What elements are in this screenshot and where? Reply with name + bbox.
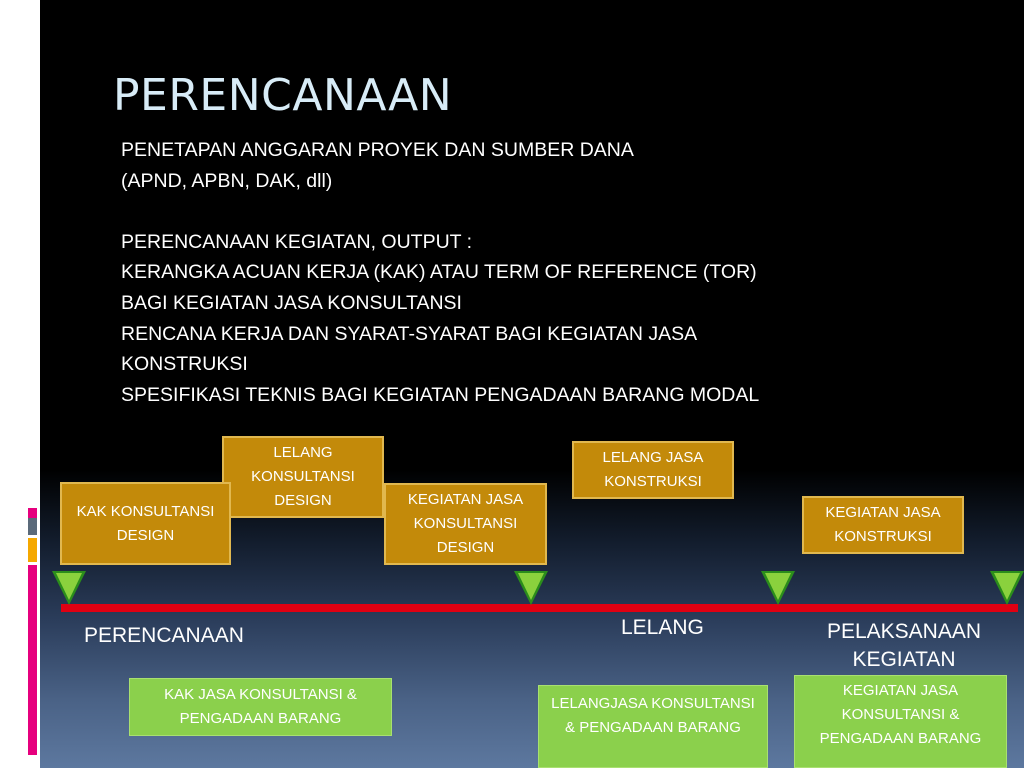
phase-label-perencanaan: PERENCANAAN bbox=[84, 624, 244, 647]
box-label: LELANGJASA KONSULTANSI & PENGADAAN BARAN… bbox=[551, 695, 755, 736]
body-line: BAGI KEGIATAN JASA KONSULTANSI bbox=[121, 291, 462, 314]
accent-bar-pink-top bbox=[28, 508, 37, 518]
timeline-bar bbox=[61, 604, 1018, 612]
box-label: KAK KONSULTANSI DESIGN bbox=[76, 502, 215, 544]
box-label: KEGIATAN JASA KONSULTANSI DESIGN bbox=[407, 491, 524, 556]
phase-label-lelang: LELANG bbox=[621, 616, 704, 639]
accent-bar-orange bbox=[28, 538, 37, 562]
body-text: PENETAPAN ANGGARAN PROYEK DAN SUMBER DAN… bbox=[121, 135, 881, 410]
box-lelang-jasa-konsultansi: LELANGJASA KONSULTANSI & PENGADAAN BARAN… bbox=[538, 685, 768, 768]
box-kegiatan-jasa-konsultansi-design: KEGIATAN JASA KONSULTANSI DESIGN bbox=[384, 483, 547, 565]
box-label: LELANG JASA KONSTRUKSI bbox=[602, 449, 704, 490]
body-line: KERANGKA ACUAN KERJA (KAK) ATAU TERM OF … bbox=[121, 261, 757, 284]
body-blank-line bbox=[121, 196, 881, 227]
body-line: PENETAPAN ANGGARAN PROYEK DAN SUMBER DAN… bbox=[121, 139, 634, 161]
milestone-triangle bbox=[514, 571, 548, 605]
slide-title: PERENCANAAN bbox=[113, 70, 453, 121]
body-line: KONSTRUKSI bbox=[121, 353, 248, 376]
box-kegiatan-jasa-konstruksi: KEGIATAN JASA KONSTRUKSI bbox=[802, 496, 964, 554]
phase-label-pelaksanaan: PELAKSANAAN KEGIATAN bbox=[826, 620, 982, 671]
body-line: (APND, APBN, DAK, dll) bbox=[121, 169, 333, 192]
body-line: SPESIFIKASI TEKNIS BAGI KEGIATAN PENGADA… bbox=[121, 383, 760, 406]
box-label: KEGIATAN JASA KONSULTANSI & PENGADAAN BA… bbox=[819, 682, 982, 747]
box-kak-jasa-konsultansi: KAK JASA KONSULTANSI & PENGADAAN BARANG bbox=[129, 678, 392, 736]
milestone-triangle bbox=[990, 571, 1024, 605]
accent-bar-gray bbox=[28, 518, 37, 535]
box-kegiatan-jasa-konsultansi: KEGIATAN JASA KONSULTANSI & PENGADAAN BA… bbox=[794, 675, 1007, 768]
box-kak-konsultansi-design: KAK KONSULTANSI DESIGN bbox=[60, 482, 231, 565]
milestone-triangle bbox=[52, 571, 86, 605]
body-line: RENCANA KERJA DAN SYARAT-SYARAT BAGI KEG… bbox=[121, 322, 698, 345]
body-line: PERENCANAAN KEGIATAN, OUTPUT : bbox=[121, 230, 473, 253]
box-label: LELANG KONSULTANSI DESIGN bbox=[251, 444, 355, 509]
box-lelang-konsultansi-design: LELANG KONSULTANSI DESIGN bbox=[222, 436, 384, 518]
accent-bar-pink bbox=[28, 565, 37, 755]
milestone-triangle bbox=[761, 571, 795, 605]
box-lelang-jasa-konstruksi: LELANG JASA KONSTRUKSI bbox=[572, 441, 734, 499]
box-label: KAK JASA KONSULTANSI & PENGADAAN BARANG bbox=[164, 686, 357, 727]
box-label: KEGIATAN JASA KONSTRUKSI bbox=[825, 504, 941, 545]
